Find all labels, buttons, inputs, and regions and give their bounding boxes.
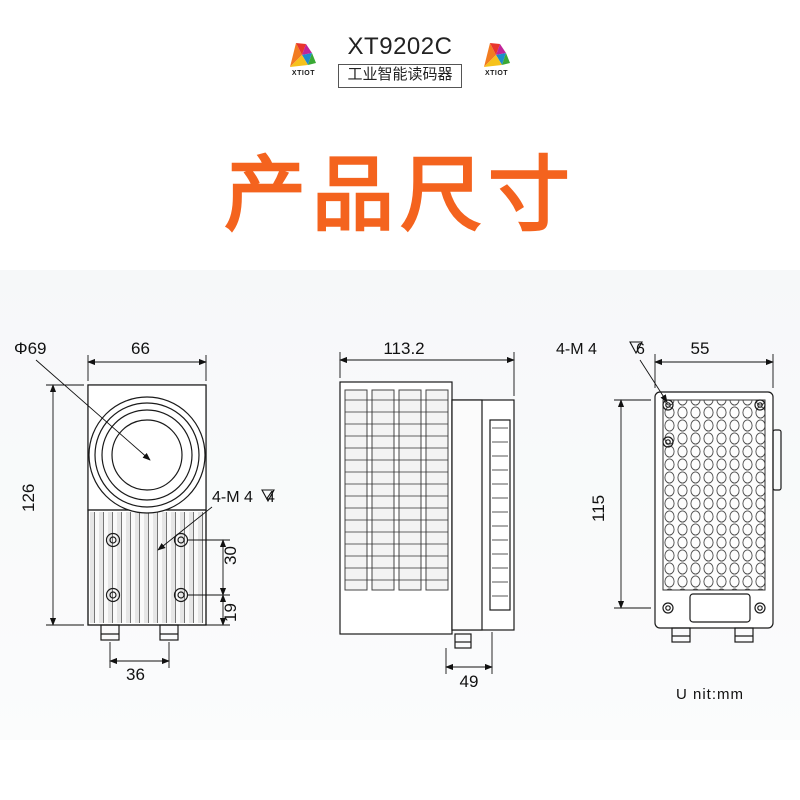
dim-label-55: 55 bbox=[691, 339, 710, 358]
model-name: XT9202C bbox=[347, 33, 453, 60]
dim-label-113-2: 113.2 bbox=[383, 339, 424, 358]
unit-note: U nit:mm bbox=[676, 686, 744, 703]
page-header: XTIOT XT9202C 工业智能读码器 XTIOT bbox=[0, 33, 800, 88]
logo-wordmark: XTIOT bbox=[484, 69, 509, 77]
title-block: XT9202C 工业智能读码器 bbox=[338, 33, 462, 88]
logo-mark-icon bbox=[480, 41, 514, 69]
dim-label-115: 115 bbox=[589, 495, 608, 522]
product-subtitle: 工业智能读码器 bbox=[338, 64, 462, 88]
dim-label-top-thread-depth: 6 bbox=[636, 341, 645, 358]
page-title: 产品尺寸 bbox=[223, 148, 576, 243]
dim-label-front-thread: 4-M 4 bbox=[212, 489, 253, 506]
xtiot-logo-left: XTIOT bbox=[284, 41, 322, 81]
dim-label-126: 126 bbox=[19, 484, 38, 512]
logo-mark-icon bbox=[286, 41, 320, 69]
logo-wordmark: XTIOT bbox=[291, 69, 316, 77]
dim-label-19: 19 bbox=[221, 603, 240, 622]
dim-label-49: 49 bbox=[460, 672, 479, 691]
dim-label-phi69: Φ69 bbox=[14, 339, 46, 358]
dim-label-66: 66 bbox=[131, 339, 150, 358]
dim-label-top-thread: 4-M 4 bbox=[556, 341, 597, 358]
dim-label-36: 36 bbox=[126, 665, 145, 684]
xtiot-logo-right: XTIOT bbox=[478, 41, 516, 81]
dim-label-30: 30 bbox=[221, 546, 240, 565]
dimension-drawing: Φ69 66 126 4-M 4 4 30 19 36 bbox=[0, 250, 800, 750]
